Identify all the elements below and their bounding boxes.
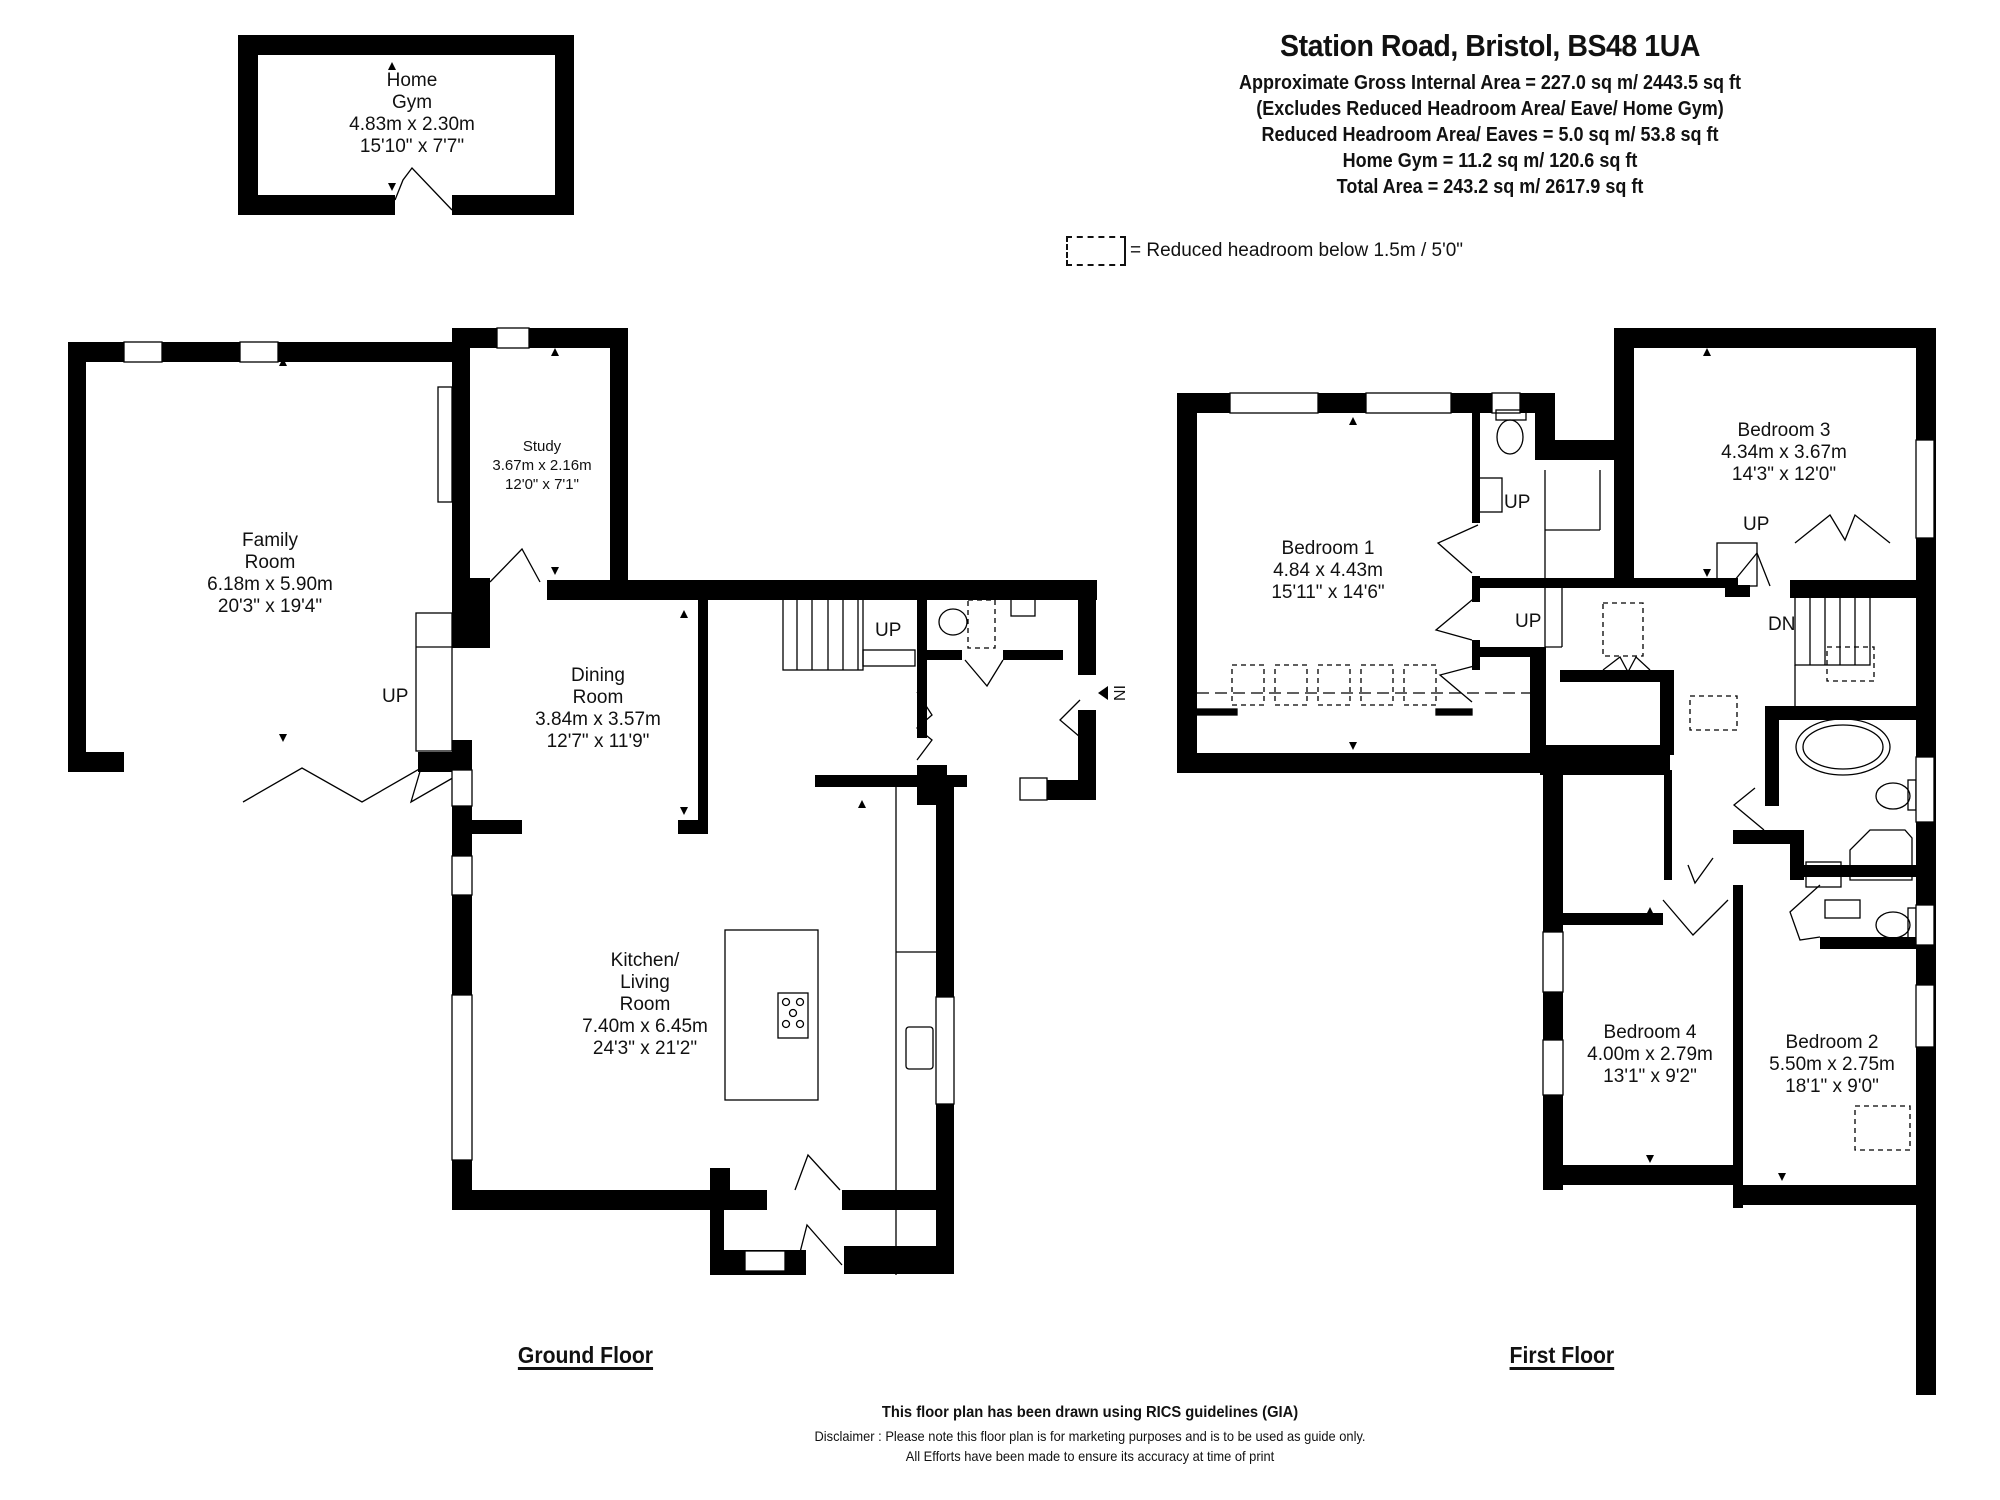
up-marker-family-room: UP bbox=[382, 686, 409, 707]
room-dimensions-imperial: 18'1" x 9'0" bbox=[1785, 1076, 1879, 1097]
room-dimensions-metric: 6.18m x 5.90m bbox=[207, 574, 333, 595]
legend-text: = Reduced headroom below 1.5m / 5'0" bbox=[1130, 240, 1464, 261]
room-dimensions-imperial: 15'11" x 14'6" bbox=[1271, 582, 1385, 603]
area-exclusions: (Excludes Reduced Headroom Area/ Eave/ H… bbox=[1256, 98, 1724, 120]
plan-footer: This floor plan has been drawn using RIC… bbox=[640, 1404, 1540, 1466]
room-dimensions-metric: 5.50m x 2.75m bbox=[1769, 1054, 1895, 1075]
entrance-in-marker: IN bbox=[1110, 685, 1127, 701]
room-dimensions-metric: 3.67m x 2.16m bbox=[492, 457, 592, 474]
room-name: Living bbox=[620, 972, 670, 993]
room-name: Home bbox=[386, 70, 438, 91]
ground-floor-fixtures bbox=[123, 166, 1081, 1275]
room-name: Room bbox=[572, 687, 624, 708]
room-name: Gym bbox=[391, 92, 433, 113]
room-name: Kitchen/ bbox=[610, 950, 680, 971]
room-dimensions-metric: 7.40m x 6.45m bbox=[582, 1016, 708, 1037]
room-dimensions-imperial: 12'0" x 7'1" bbox=[505, 476, 579, 493]
room-name: Dining bbox=[571, 665, 625, 686]
room-label-bedroom-2: Bedroom 2 5.50m x 2.75m 18'1" x 9'0" bbox=[1769, 1032, 1895, 1098]
room-label-bedroom-3: Bedroom 3 4.34m x 3.67m 14'3" x 12'0" bbox=[1721, 420, 1847, 486]
room-dimensions-imperial: 20'3" x 19'4" bbox=[217, 596, 323, 617]
room-dimensions-metric: 4.83m x 2.30m bbox=[349, 114, 475, 135]
room-name: Room bbox=[619, 994, 671, 1015]
room-label-family-room: Family Room 6.18m x 5.90m 20'3" x 19'4" bbox=[207, 530, 333, 618]
room-name: Bedroom 3 bbox=[1737, 420, 1831, 441]
room-name: Bedroom 2 bbox=[1785, 1032, 1879, 1053]
room-label-bedroom-1: Bedroom 1 4.84 x 4.43m 15'11" x 14'6" bbox=[1271, 538, 1384, 604]
room-name: Bedroom 4 bbox=[1603, 1022, 1697, 1043]
room-dimensions-metric: 3.84m x 3.57m bbox=[535, 709, 661, 730]
dn-marker-stairs: DN bbox=[1768, 614, 1796, 635]
up-marker-bedroom-3: UP bbox=[1743, 514, 1770, 535]
room-label-dining-room: Dining Room 3.84m x 3.57m 12'7" x 11'9" bbox=[535, 665, 661, 753]
gross-internal-area: Approximate Gross Internal Area = 227.0 … bbox=[1238, 72, 1742, 94]
room-name: Family bbox=[242, 530, 298, 551]
property-address: Station Road, Bristol, BS48 1UA bbox=[1280, 28, 1700, 63]
room-label-study: Study 3.67m x 2.16m 12'0" x 7'1" bbox=[492, 437, 591, 494]
room-dimensions-imperial: 13'1" x 9'2" bbox=[1603, 1066, 1697, 1087]
disclaimer-line-2: All Efforts have been made to ensure its… bbox=[905, 1448, 1275, 1464]
room-dimensions-imperial: 12'7" x 11'9" bbox=[546, 731, 650, 752]
dimension-arrows bbox=[279, 62, 1786, 1181]
up-marker-landing: UP bbox=[1515, 611, 1542, 632]
total-area: Total Area = 243.2 sq m/ 2617.9 sq ft bbox=[1336, 176, 1644, 198]
room-dimensions-metric: 4.00m x 2.79m bbox=[1587, 1044, 1713, 1065]
room-name: Bedroom 1 bbox=[1281, 538, 1375, 559]
ground-floor-label: Ground Floor bbox=[517, 1342, 654, 1368]
home-gym-area: Home Gym = 11.2 sq m/ 120.6 sq ft bbox=[1342, 150, 1638, 172]
first-floor-fixtures bbox=[1196, 392, 1935, 1151]
entrance-arrow-icon bbox=[1098, 686, 1108, 700]
reduced-headroom-area: Reduced Headroom Area/ Eaves = 5.0 sq m/… bbox=[1261, 124, 1719, 146]
room-name: Study bbox=[522, 438, 562, 455]
room-name: Room bbox=[244, 552, 296, 573]
up-marker-stairs: UP bbox=[875, 620, 902, 641]
room-dimensions-metric: 4.84 x 4.43m bbox=[1273, 560, 1383, 581]
room-label-home-gym: Home Gym 4.83m x 2.30m 15'10" x 7'7" bbox=[349, 70, 475, 158]
room-dimensions-imperial: 24'3" x 21'2" bbox=[592, 1038, 698, 1059]
disclaimer-line-1: Disclaimer : Please note this floor plan… bbox=[814, 1428, 1366, 1444]
plan-header: Station Road, Bristol, BS48 1UA Approxim… bbox=[940, 28, 2000, 200]
reduced-headroom-legend: = Reduced headroom below 1.5m / 5'0" bbox=[1066, 234, 1463, 268]
rics-guidelines-note: This floor plan has been drawn using RIC… bbox=[881, 1404, 1299, 1421]
up-marker-ensuite: UP bbox=[1504, 492, 1531, 513]
dashed-box-icon bbox=[1066, 236, 1126, 266]
room-label-bedroom-4: Bedroom 4 4.00m x 2.79m 13'1" x 9'2" bbox=[1587, 1022, 1713, 1088]
room-dimensions-imperial: 15'10" x 7'7" bbox=[359, 136, 465, 157]
room-dimensions-metric: 4.34m x 3.67m bbox=[1721, 442, 1847, 463]
room-label-kitchen-living-room: Kitchen/ Living Room 7.40m x 6.45m 24'3"… bbox=[582, 950, 708, 1060]
first-floor-label: First Floor bbox=[1509, 1342, 1615, 1368]
room-dimensions-imperial: 14'3" x 12'0" bbox=[1731, 464, 1837, 485]
